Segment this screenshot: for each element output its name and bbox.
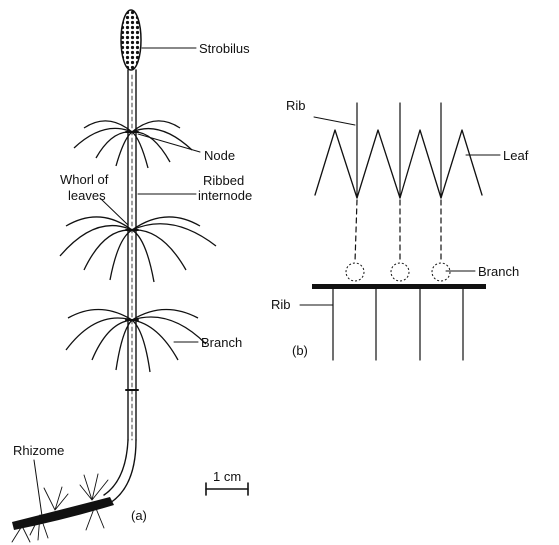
leaf-zigzag: [315, 130, 482, 198]
label-leaf: Leaf: [503, 148, 529, 163]
label-branch-b: Branch: [478, 264, 519, 279]
node-bar: [312, 284, 486, 289]
label-node: Node: [204, 148, 235, 163]
whorl-middle: [60, 217, 216, 282]
rhizome: [12, 497, 114, 530]
ribs-bottom: [333, 289, 463, 360]
node-schematic: [300, 103, 500, 360]
label-scale: 1 cm: [213, 469, 241, 484]
label-whorl-line1: Whorl of: [60, 172, 109, 187]
label-whorl-line2: leaves: [68, 188, 106, 203]
label-ribbed-line1: Ribbed: [203, 173, 244, 188]
label-panel-b: (b): [292, 343, 308, 358]
plant-illustration: [12, 10, 248, 542]
label-rib-top: Rib: [286, 98, 306, 113]
label-ribbed-line2: internode: [198, 188, 252, 203]
label-rib-bottom: Rib: [271, 297, 291, 312]
branch-buds: [346, 263, 450, 281]
main-stem: [104, 70, 138, 503]
ribs-top: [357, 103, 441, 198]
label-panel-a: (a): [131, 508, 147, 523]
strobilus-cone: [121, 10, 141, 70]
label-rhizome: Rhizome: [13, 443, 64, 458]
label-strobilus: Strobilus: [199, 41, 250, 56]
rib-dashed-links: [355, 200, 441, 262]
label-branch-a: Branch: [201, 335, 242, 350]
scale-bar: [206, 483, 248, 495]
